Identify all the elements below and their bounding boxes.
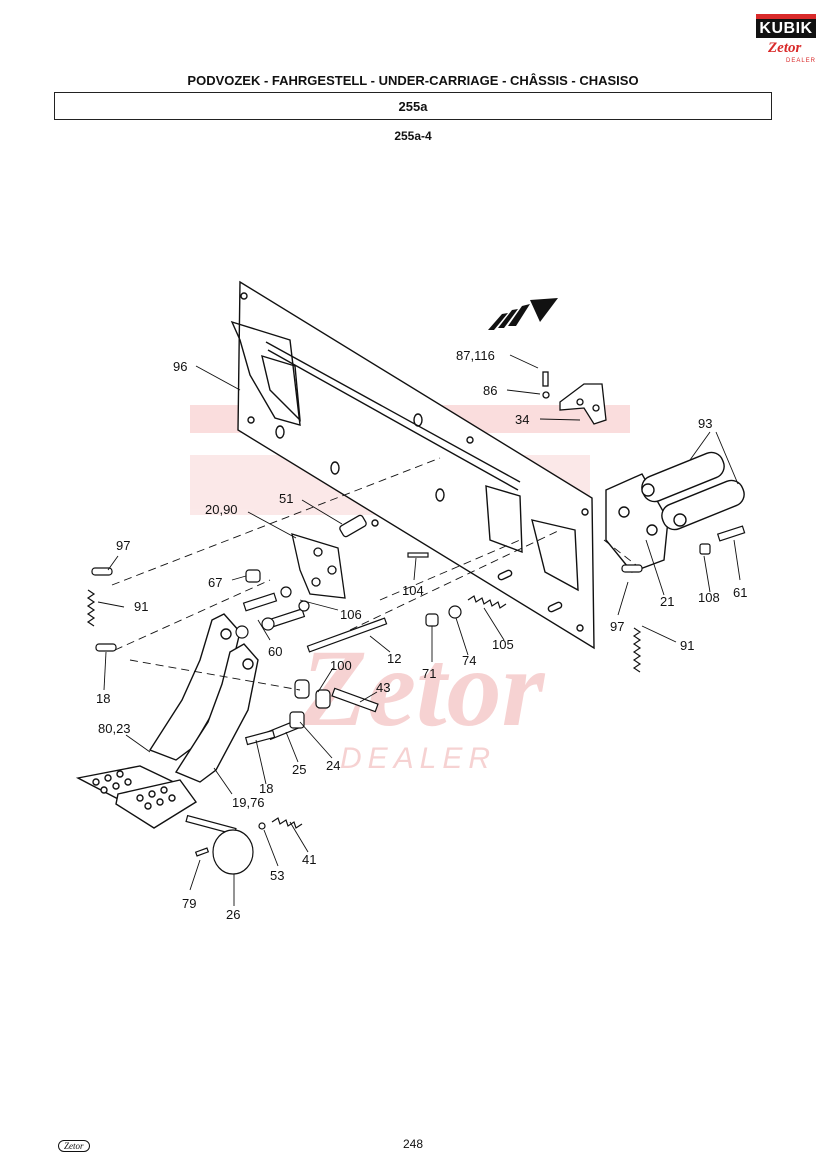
callout-67: 67 (208, 575, 222, 590)
page-number: 248 (402, 1137, 424, 1151)
assembly-lines (111, 457, 637, 691)
small-parts (86, 525, 746, 875)
callout-19-76: 19,76 (232, 795, 265, 810)
footer-zetor-logo: Zetor (58, 1140, 90, 1152)
callout-104: 104 (402, 583, 424, 598)
diagram-number: 255a-4 (394, 129, 432, 143)
callout-97-right: 97 (610, 619, 624, 634)
zetor-logo-text: Zetor (768, 40, 802, 56)
callout-105: 105 (492, 637, 514, 652)
callout-96: 96 (173, 359, 187, 374)
watermark-subtext: DEALER (340, 742, 496, 775)
callout-86: 86 (483, 383, 497, 398)
callout-108: 108 (698, 590, 720, 605)
callout-106: 106 (340, 607, 362, 622)
callout-60: 60 (268, 644, 282, 659)
direction-arrow (488, 298, 558, 330)
callout-24: 24 (326, 758, 340, 773)
callout-87-116: 87,116 (456, 348, 495, 363)
callout-12: 12 (387, 651, 401, 666)
kubik-logo: KUBIK Zetor DEALER (756, 14, 816, 64)
callout-26: 26 (226, 907, 240, 922)
callout-18-left: 18 (96, 691, 110, 706)
watermark-brand: Zetor (299, 627, 546, 749)
callout-80-23: 80,23 (98, 721, 131, 736)
leader-lines (97, 354, 741, 906)
callout-79: 79 (182, 896, 196, 911)
callout-41: 41 (302, 852, 316, 867)
callout-25: 25 (292, 762, 306, 777)
pedal-assembly (75, 613, 259, 829)
callout-61: 61 (733, 585, 747, 600)
callout-97-left: 97 (116, 538, 130, 553)
page-title: PODVOZEK - FAHRGESTELL - UNDER-CARRIAGE … (187, 73, 639, 88)
callout-100: 100 (330, 658, 352, 673)
callout-34: 34 (515, 412, 529, 427)
callout-53: 53 (270, 868, 284, 883)
callout-91-left: 91 (134, 599, 148, 614)
section-number: 255a (54, 92, 772, 120)
callout-18-mid: 18 (259, 781, 273, 796)
callout-43: 43 (376, 680, 390, 695)
callout-91-right: 91 (680, 638, 694, 653)
small-bracket (542, 371, 607, 425)
callout-71: 71 (422, 666, 436, 681)
callout-20-90: 20,90 (205, 502, 238, 517)
callout-51: 51 (279, 491, 293, 506)
callout-93: 93 (698, 416, 712, 431)
kubik-logo-text: KUBIK (756, 14, 816, 38)
callout-21: 21 (660, 594, 674, 609)
master-cylinder (605, 451, 745, 573)
switch-and-plate (291, 514, 367, 599)
dealer-logo-text: DEALER (786, 58, 817, 64)
callout-labels: 96 87,116 86 34 93 51 20,90 97 67 104 91… (96, 348, 747, 922)
callout-74: 74 (462, 653, 476, 668)
